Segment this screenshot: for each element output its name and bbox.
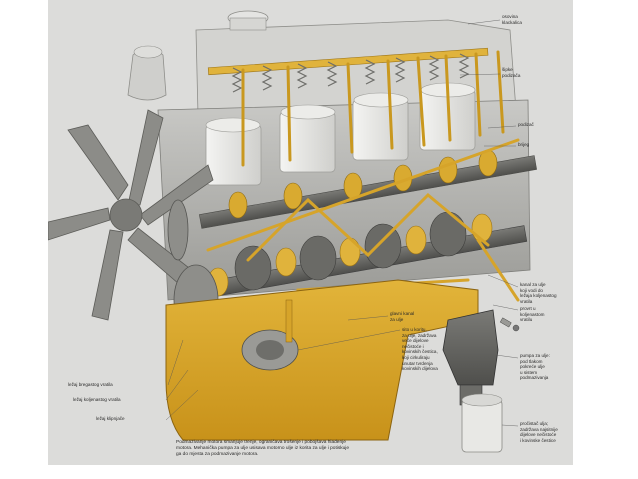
- label-cam: brijeg: [518, 142, 530, 147]
- label-oil-filter-sump: sito u koritu, za ulje, zadržava veće di…: [402, 327, 438, 372]
- label-oil-pump: pumpa za ulje: pod tlakom pokreće ulje u…: [520, 353, 550, 381]
- label-camshaft-bearing: ležaj bregastog vratila: [68, 382, 113, 387]
- label-pushrods: šipke podizača: [502, 67, 521, 78]
- figure-caption: Podmazivanje motora smanjuje trenje, ogr…: [176, 440, 350, 457]
- valve-springs: [231, 53, 470, 93]
- cams: [228, 149, 498, 219]
- pistons: [205, 89, 476, 186]
- label-rocker-shaft: osovina klackalica: [502, 14, 522, 25]
- label-oil-filter: pročistač ulja; zadržava najsitnije dije…: [520, 421, 558, 443]
- label-crankshaft-bore: provrt u koljenastom vratilu: [520, 306, 545, 323]
- label-conrod-bearing: ležaj klipnjače: [96, 416, 125, 421]
- scanned-page: osovina klackalica šipke podizača podiza…: [48, 0, 573, 465]
- label-crankshaft-bearing: ležaj koljenastog vratila: [73, 397, 121, 402]
- label-main-oil-channel: glavni kanal za ulje: [390, 311, 415, 322]
- oil-filter-cartridge: [461, 399, 503, 453]
- label-oil-channel-crankshaft: kanal za ulje koji vodi do ležaja koljen…: [520, 282, 557, 304]
- pump-bolt: [499, 317, 520, 332]
- label-tappet: podizač: [518, 122, 534, 127]
- oil-pump-body: [442, 309, 499, 386]
- crank-webs: [234, 211, 467, 291]
- cooling-fan: [48, 109, 214, 321]
- pushrods: [241, 50, 505, 167]
- leader-lines: [165, 19, 519, 427]
- engine-lubrication-illustration: [48, 10, 537, 453]
